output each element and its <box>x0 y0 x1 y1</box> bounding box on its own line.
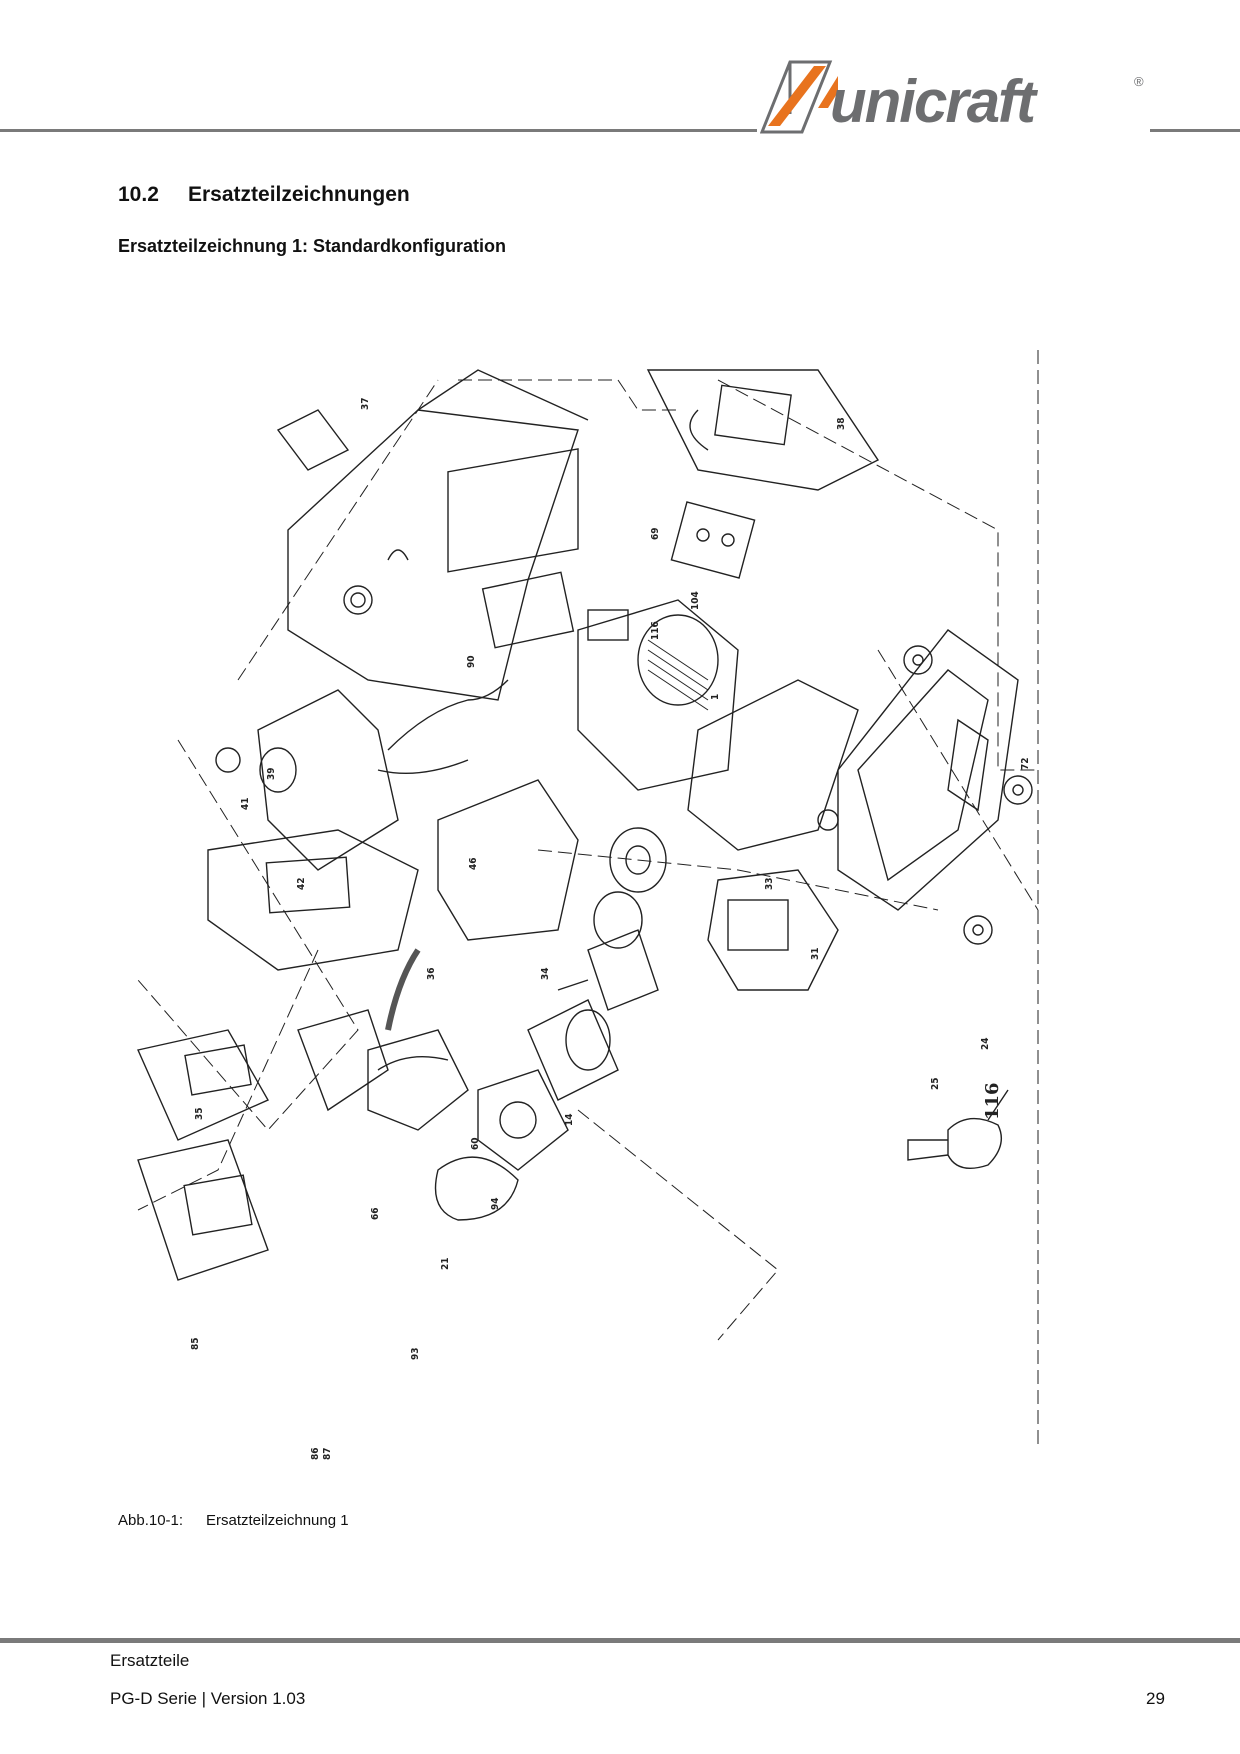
section-subtitle: Ersatzteilzeichnung 1: Standardkonfigura… <box>118 236 507 256</box>
caption-text: Ersatzteilzeichnung 1 <box>206 1512 349 1529</box>
part-engine <box>577 599 739 791</box>
footer-rule <box>0 1638 1240 1643</box>
part-alternator-cover <box>437 779 579 941</box>
part-muffler <box>367 1029 469 1131</box>
label-104: 104 <box>690 591 701 610</box>
part-cover-plate <box>276 409 350 471</box>
brand-wordmark: unicraft <box>830 68 1036 135</box>
label-43: 42 <box>296 877 307 890</box>
label-39: 38 <box>836 417 847 430</box>
label-36: 35 <box>194 1107 205 1120</box>
section-title: Ersatzteilzeichnungen <box>188 183 410 206</box>
part-116-detail <box>907 1089 1009 1169</box>
part-stator <box>527 999 619 1101</box>
label-47: 46 <box>468 857 479 870</box>
label-1: 1 <box>710 694 721 700</box>
label-85: 87 <box>322 1447 333 1460</box>
label-38: 37 <box>360 397 371 410</box>
label-59: 66 <box>370 1207 381 1220</box>
header-rule-right <box>1150 129 1240 132</box>
label-21: 21 <box>440 1257 451 1270</box>
part-number-labels: 37 38 90 69 116 39 41 42 46 1 33 34 35 3… <box>190 397 1031 1460</box>
label-83: 85 <box>190 1337 201 1350</box>
figure-caption: Abb.10-1: Ersatzteilzeichnung 1 <box>118 1512 349 1529</box>
part-end-bracket <box>477 1069 569 1171</box>
logo-mark-icon <box>760 60 838 134</box>
part-base-frame <box>837 629 1019 911</box>
part-fan-cover <box>434 1156 519 1221</box>
part-fan <box>609 827 667 893</box>
registered-mark: ® <box>1134 74 1144 89</box>
label-37: 36 <box>426 967 437 980</box>
label-27: 25 <box>930 1077 941 1090</box>
part-rotor <box>587 929 659 1011</box>
page-number: 29 <box>1146 1689 1165 1708</box>
section-heading: 10.2 Ersatzteilzeichnungen <box>118 183 410 207</box>
label-73: 72 <box>1020 757 1031 770</box>
part-engine-mount <box>687 679 859 851</box>
label-25: 24 <box>980 1037 991 1050</box>
exploded-parts-drawing: 37 38 90 69 116 39 41 42 46 1 33 34 35 3… <box>137 350 1039 1460</box>
header-rule-left <box>0 129 757 132</box>
part-side-panel-left-a <box>137 1029 269 1141</box>
part-fuel-tank <box>257 689 399 871</box>
label-93: 93 <box>410 1347 421 1360</box>
label-116: 116 <box>650 621 661 640</box>
footer-series: PG-D Serie | Version 1.03 <box>110 1689 306 1708</box>
label-116-callout: 116 <box>982 1082 1003 1120</box>
part-rear-panel <box>207 829 419 971</box>
label-84: 86 <box>310 1447 321 1460</box>
label-57: 60 <box>470 1137 481 1150</box>
footer-section: Ersatzteile <box>110 1651 190 1670</box>
label-14: 14 <box>564 1113 575 1126</box>
label-40: 39 <box>266 767 277 780</box>
label-31: 31 <box>810 947 821 960</box>
label-91: 90 <box>466 655 477 668</box>
part-exhaust-tube <box>297 1009 389 1112</box>
caption-label: Abb.10-1: <box>118 1512 184 1529</box>
part-control-box <box>707 869 839 991</box>
label-42: 41 <box>240 797 251 810</box>
part-castors <box>817 645 1033 945</box>
label-61: 69 <box>650 527 661 540</box>
part-flywheel <box>593 891 643 949</box>
label-35: 34 <box>540 967 551 980</box>
part-side-panel-left-b <box>137 1139 269 1281</box>
part-housing-top <box>287 409 579 701</box>
label-34: 33 <box>764 877 775 890</box>
section-number: 10.2 <box>118 183 159 206</box>
label-94: 94 <box>490 1197 501 1210</box>
part-control-panel <box>670 501 756 579</box>
part-side-panel-right <box>646 369 880 491</box>
